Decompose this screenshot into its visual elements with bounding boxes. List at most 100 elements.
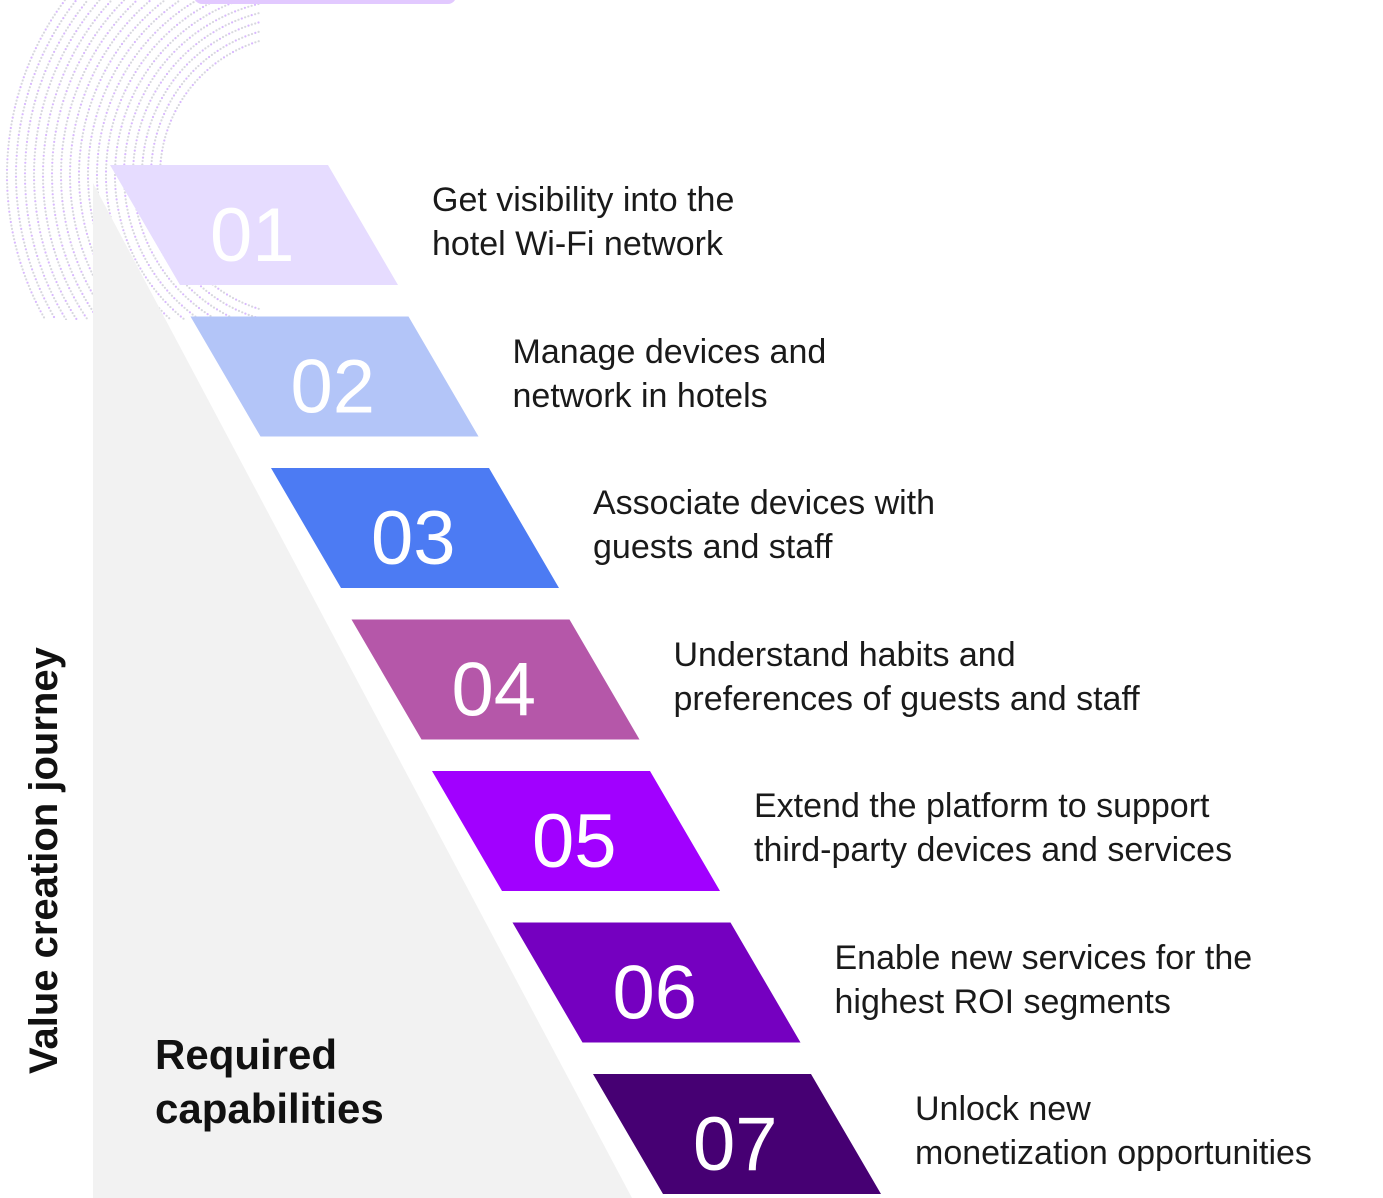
decoration-dot — [75, 120, 78, 123]
decoration-dot — [38, 86, 41, 89]
decoration-dot — [68, 41, 71, 45]
decoration-dot — [114, 187, 117, 191]
decoration-dot — [90, 270, 93, 273]
decoration-dot — [100, 40, 103, 43]
decoration-dot — [168, 30, 171, 33]
decoration-dot — [58, 287, 61, 290]
decoration-dot — [168, 6, 171, 9]
decoration-dot — [205, 24, 209, 27]
decoration-dot — [163, 75, 166, 78]
decoration-dot — [96, 65, 99, 68]
decoration-dot — [20, 82, 23, 85]
decoration-dot — [66, 231, 69, 234]
decoration-dot — [6, 165, 9, 168]
decoration-dot — [154, 6, 157, 10]
decoration-dot — [60, 241, 63, 244]
decoration-dot — [56, 44, 59, 47]
decoration-dot — [143, 16, 147, 19]
decoration-dot — [33, 158, 36, 161]
decoration-dot — [161, 116, 164, 119]
decoration-dot — [66, 86, 69, 89]
decoration-dot — [144, 71, 147, 74]
decoration-dot — [9, 217, 12, 220]
decoration-dot — [110, 26, 113, 29]
value-creation-journey-label: Value creation journey — [22, 647, 66, 1074]
decoration-dot — [162, 142, 165, 145]
decoration-dot — [37, 40, 41, 43]
decoration-dot — [64, 318, 68, 320]
decoration-dot — [78, 163, 81, 166]
decoration-dot — [131, 3, 134, 6]
decoration-dot — [138, 102, 141, 105]
decoration-dot — [41, 76, 45, 79]
decoration-dot — [56, 258, 59, 261]
decoration-dot — [178, 302, 181, 305]
decoration-dot — [55, 10, 58, 13]
decoration-dot — [100, 25, 103, 28]
decoration-dot — [94, 118, 97, 121]
decoration-dot — [25, 147, 28, 150]
decoration-dot — [105, 66, 108, 69]
decoration-dot — [52, 203, 55, 206]
decoration-dot — [162, 93, 165, 97]
decoration-dot — [166, 129, 169, 132]
decoration-dot — [122, 92, 125, 95]
decoration-dot — [44, 28, 47, 31]
decoration-dot — [206, 34, 209, 38]
decoration-dot — [197, 64, 200, 68]
decoration-dot — [254, 41, 257, 44]
decoration-dot — [83, 33, 86, 36]
step-3: 03 — [271, 468, 559, 588]
decoration-dot — [113, 54, 116, 57]
decoration-dot — [124, 198, 127, 201]
decoration-dot — [78, 61, 81, 64]
decoration-dot — [106, 152, 109, 156]
decoration-dot — [116, 108, 119, 111]
decoration-dot — [191, 83, 194, 87]
decoration-dot — [28, 123, 31, 126]
decoration-dot — [57, 41, 61, 44]
decoration-dot — [88, 198, 91, 201]
decoration-dot — [185, 63, 189, 66]
decoration-dot — [121, 27, 124, 30]
decoration-dot — [127, 135, 130, 138]
decoration-dot — [59, 38, 62, 41]
decoration-dot — [114, 180, 117, 184]
decoration-dot — [154, 139, 157, 142]
decoration-dot — [60, 193, 63, 196]
decoration-dot — [73, 217, 76, 220]
decoration-dot — [119, 219, 122, 222]
decoration-dot — [71, 311, 74, 315]
decoration-dot — [189, 3, 192, 6]
decoration-dot — [191, 34, 194, 37]
decoration-dot — [98, 61, 101, 65]
decoration-dot — [152, 20, 155, 23]
decoration-dot — [26, 92, 29, 95]
decoration-dot — [148, 51, 151, 54]
decoration-dot — [8, 137, 11, 140]
decoration-dot — [151, 9, 154, 12]
decoration-dot — [15, 165, 18, 168]
decoration-dot — [218, 310, 222, 313]
decoration-dot — [210, 294, 213, 297]
decoration-dot — [122, 229, 125, 232]
decoration-dot — [41, 34, 44, 37]
decoration-dot — [59, 290, 63, 293]
decoration-dot — [37, 220, 40, 224]
decoration-dot — [56, 63, 60, 66]
decoration-dot — [146, 14, 149, 17]
decoration-dot — [219, 47, 222, 51]
decoration-dot — [111, 125, 114, 128]
decoration-dot — [119, 15, 122, 18]
decoration-dot — [87, 156, 90, 159]
decoration-dot — [247, 15, 250, 18]
decoration-dot — [46, 44, 49, 47]
decoration-dot — [36, 43, 39, 47]
decoration-dot — [105, 50, 108, 53]
decoration-dot — [157, 54, 160, 57]
decoration-dot — [213, 51, 216, 54]
decoration-dot — [50, 79, 53, 82]
decoration-dot — [238, 47, 241, 51]
decoration-dot — [16, 251, 19, 254]
decoration-dot — [50, 57, 53, 60]
